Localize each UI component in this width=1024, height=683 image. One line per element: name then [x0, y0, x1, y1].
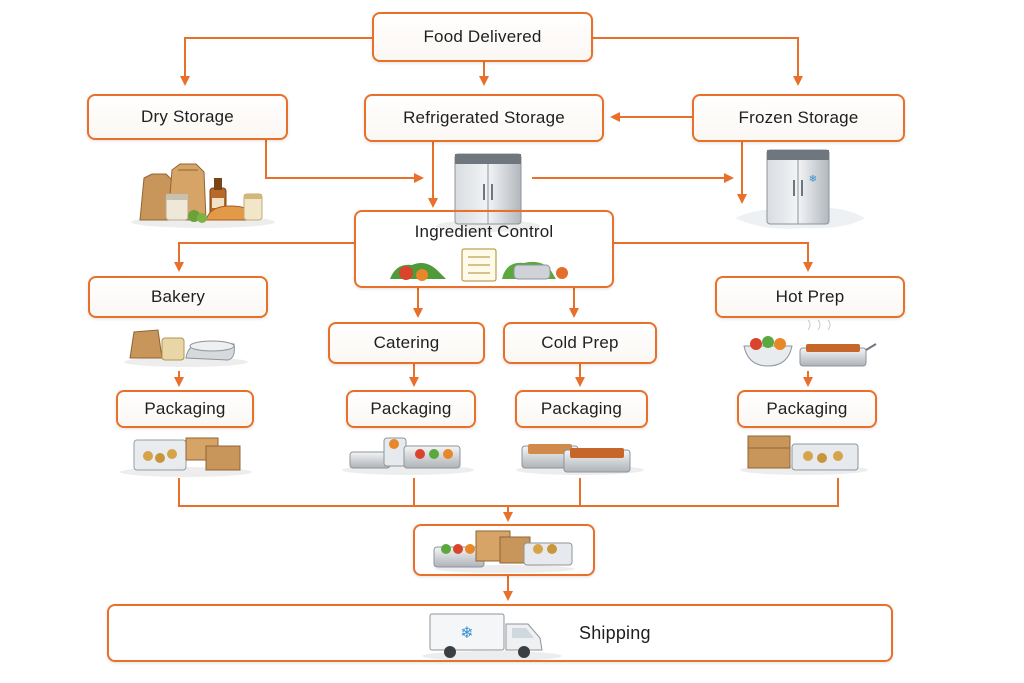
ingredient-checklist-illustration — [390, 248, 568, 282]
node-label: Catering — [373, 333, 440, 352]
node-label: Dry Storage — [141, 107, 234, 126]
node-packaging-hotprep: Packaging — [737, 390, 877, 428]
bakery-goods-illustration — [124, 329, 248, 367]
node-frozen-storage: Frozen Storage — [692, 94, 905, 142]
consolidated-boxes-illustration — [433, 530, 575, 573]
node-packaging-coldprep: Packaging — [515, 390, 648, 428]
edge-food-to-dry — [180, 37, 372, 86]
svg-text:❄: ❄ — [460, 625, 473, 642]
packaged-containers-illustration-hotprep — [740, 435, 868, 475]
node-label: Cold Prep — [541, 333, 619, 352]
node-hot-prep: Hot Prep — [715, 276, 905, 318]
node-label: Packaging — [144, 399, 226, 418]
packaged-containers-illustration-bakery — [120, 437, 252, 477]
edge-dry-to-ingredient — [265, 140, 424, 183]
node-label: Frozen Storage — [738, 108, 859, 127]
node-label: Packaging — [370, 399, 452, 418]
edge-ingredient-to-bakery — [174, 242, 354, 272]
node-label: Hot Prep — [775, 287, 845, 306]
hot-prep-pans-illustration — [743, 319, 877, 367]
node-ingredient-control: Ingredient Control — [354, 210, 614, 288]
node-shipping: Shipping — [107, 604, 893, 662]
edge-ingredient-to-hotprep — [614, 242, 813, 272]
node-label: Packaging — [540, 399, 623, 418]
node-bakery: Bakery — [88, 276, 268, 318]
node-label: Bakery — [150, 287, 206, 306]
edge-food-to-frozen — [593, 37, 803, 86]
node-label: Packaging — [766, 399, 848, 418]
node-packaging-catering: Packaging — [346, 390, 476, 428]
node-dry-storage: Dry Storage — [87, 94, 288, 140]
freezer-illustration: ❄ — [735, 149, 865, 229]
node-refrigerated-storage: Refrigerated Storage — [364, 94, 604, 142]
node-label: Ingredient Control — [414, 222, 554, 241]
node-label: Shipping — [579, 622, 651, 643]
svg-text:❄: ❄ — [809, 174, 817, 185]
packaged-containers-illustration-coldprep — [516, 444, 644, 475]
node-cold-prep: Cold Prep — [503, 322, 657, 364]
connectors — [174, 37, 839, 601]
dry-goods-illustration — [131, 163, 275, 228]
node-consolidation — [413, 524, 595, 576]
node-label: Food Delivered — [423, 27, 542, 46]
node-packaging-bakery: Packaging — [116, 390, 254, 428]
node-food-delivered: Food Delivered — [372, 12, 593, 62]
node-label: Refrigerated Storage — [403, 108, 565, 127]
refrigerator-illustration — [436, 153, 540, 232]
packaged-containers-illustration-catering — [342, 437, 474, 475]
edge-pack-merge — [178, 478, 839, 507]
node-catering: Catering — [328, 322, 485, 364]
refrigerated-truck-illustration: ❄ — [422, 613, 562, 661]
